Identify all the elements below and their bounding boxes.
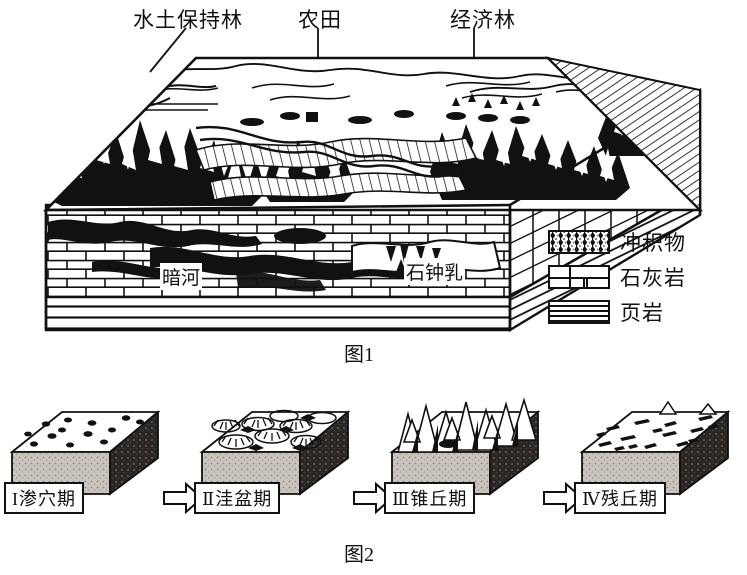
- stage-2: Ⅱ洼盆期: [190, 392, 365, 514]
- meandering-river: [195, 125, 503, 186]
- shale-swatch-icon: [548, 300, 610, 324]
- stage-1-artwork: [9, 410, 161, 496]
- sinkholes: [24, 415, 144, 448]
- valley-scrub: [240, 110, 414, 126]
- alluvium-swatch-icon: [548, 230, 610, 254]
- figure-1-caption: 图1: [344, 344, 374, 366]
- label-farmland: 农田: [298, 8, 342, 32]
- label-economic-forest: 经济林: [450, 8, 516, 32]
- depression-radial-hatch: [213, 417, 320, 447]
- figure-2-caption: 图2: [344, 544, 374, 566]
- figure-1-block-diagram: 水土保持林 农田 经济林: [42, 8, 744, 366]
- limestone-swatch-icon: [548, 265, 610, 289]
- cone-hill-shadows: [412, 420, 518, 452]
- label-stalactite: 石钟乳: [404, 258, 466, 285]
- alluvium-rim: [544, 56, 701, 213]
- label-underground-river: 暗河: [160, 263, 203, 290]
- legend: 冲积物 石灰岩 页岩: [548, 226, 744, 331]
- figure-1-artwork: [42, 27, 704, 333]
- stage-3-artwork: [389, 397, 541, 496]
- legend-item-alluvium: 冲积物: [548, 226, 744, 258]
- economic-forest: [446, 93, 540, 124]
- ridges-between-basins: [240, 414, 316, 451]
- stage-3-label: Ⅲ锥丘期: [384, 482, 476, 514]
- stage-4: Ⅳ残丘期: [570, 392, 745, 514]
- farmland-terraces: [194, 137, 478, 201]
- stage-3: Ⅲ锥丘期: [380, 392, 555, 514]
- residual-knolls: [658, 400, 718, 415]
- stage-1: I渗穴期: [0, 392, 175, 514]
- label-soil-water-conservation-forest: 水土保持林: [133, 8, 243, 32]
- legend-label-limestone: 石灰岩: [620, 266, 686, 290]
- figure-2-karst-evolution: I渗穴期 Ⅱ洼盆期 Ⅲ锥丘期 Ⅳ残丘期 图2: [0, 382, 747, 575]
- legend-label-shale: 页岩: [620, 301, 664, 325]
- figure-2-artwork: [9, 397, 731, 515]
- legend-item-shale: 页岩: [548, 296, 744, 328]
- stage-1-label: I渗穴期: [4, 482, 84, 514]
- stage-2-label: Ⅱ洼盆期: [194, 482, 281, 514]
- legend-item-limestone: 石灰岩: [548, 261, 744, 293]
- legend-label-alluvium: 冲积物: [620, 231, 686, 255]
- residual-hills-scatter: [596, 415, 719, 451]
- stage-4-label: Ⅳ残丘期: [574, 482, 666, 514]
